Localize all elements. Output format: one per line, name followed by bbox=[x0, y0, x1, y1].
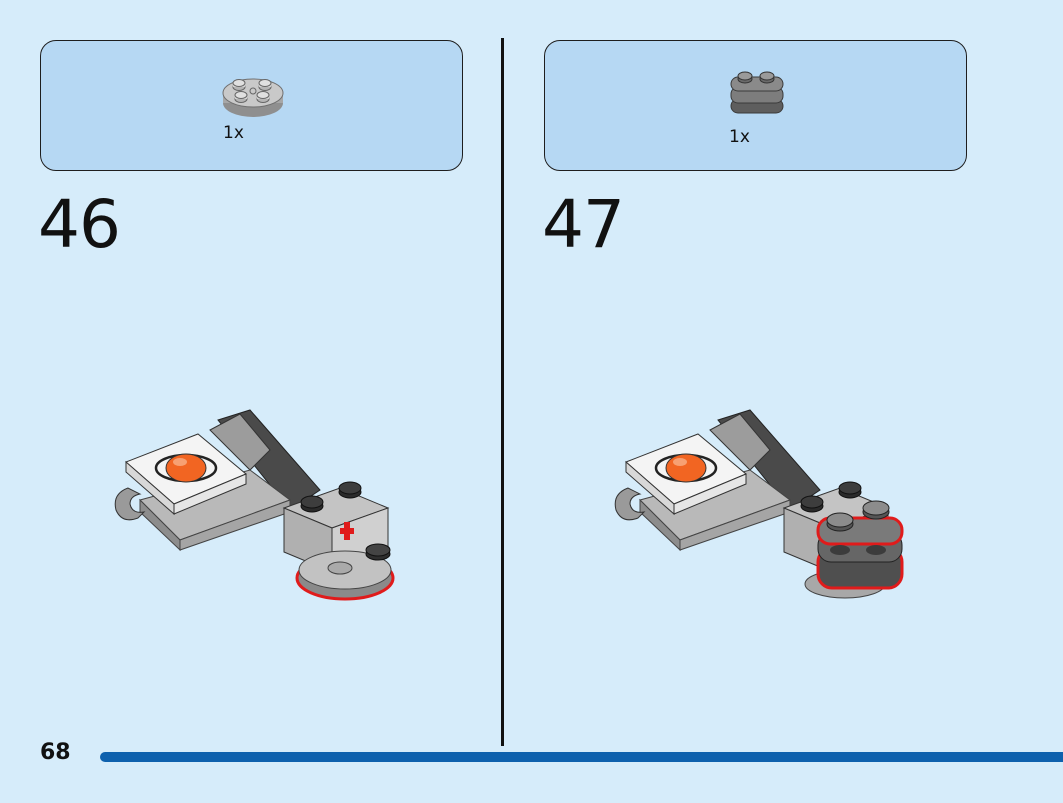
step-46-model-illustration bbox=[114, 409, 395, 601]
part-quantity: 1x bbox=[223, 123, 244, 143]
step-number-46: 46 bbox=[38, 186, 121, 263]
parts-callout-step-47: 1x bbox=[544, 40, 967, 171]
dark-gray-double-plate-rounded-icon bbox=[730, 71, 784, 114]
step-number-47: 47 bbox=[542, 186, 625, 263]
page-progress-bar bbox=[100, 752, 1063, 762]
part-quantity: 1x bbox=[729, 127, 750, 147]
page-number: 68 bbox=[40, 740, 71, 765]
step-divider bbox=[501, 38, 504, 746]
parts-callout-step-46: 1x bbox=[40, 40, 463, 171]
round-plate-2x2-light-gray-icon bbox=[222, 78, 284, 117]
step-47-model-illustration bbox=[614, 409, 904, 599]
